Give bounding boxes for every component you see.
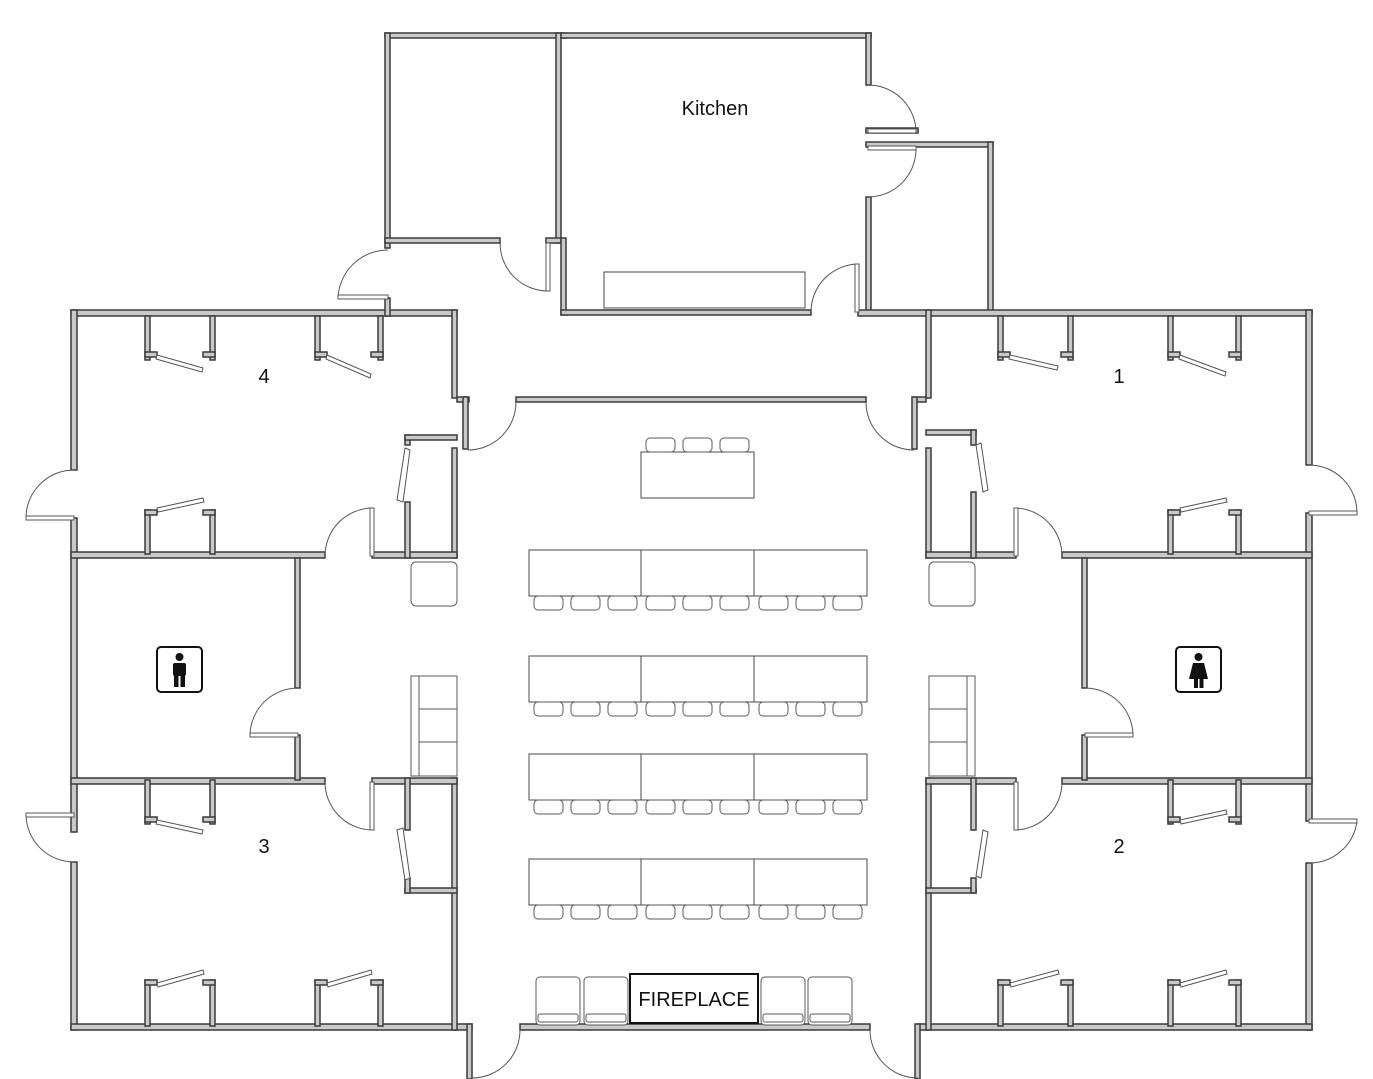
man-restroom-icon <box>156 646 203 693</box>
chair <box>795 799 826 815</box>
fireplace-chairs <box>535 976 853 1026</box>
chair <box>607 595 638 611</box>
chair <box>719 701 750 717</box>
dining-table <box>753 858 868 906</box>
chair <box>719 799 750 815</box>
dining-table <box>528 858 643 906</box>
chair <box>832 904 863 920</box>
chair <box>795 701 826 717</box>
chair <box>607 799 638 815</box>
walls <box>70 32 1313 1079</box>
closets-room-3 <box>144 779 384 1027</box>
chair <box>795 904 826 920</box>
room-labels: Kitchen 1 2 3 4 <box>258 98 1124 858</box>
chair <box>758 701 789 717</box>
dining-table <box>528 549 643 597</box>
chair <box>758 799 789 815</box>
chair <box>570 701 601 717</box>
chair <box>682 904 713 920</box>
dining-table <box>640 753 755 801</box>
room-2-label: 2 <box>1113 836 1124 858</box>
chair <box>682 595 713 611</box>
dining-table <box>528 753 643 801</box>
dining-table <box>528 655 643 703</box>
sofa-right <box>928 675 976 777</box>
head-table <box>640 437 755 499</box>
room-1-label: 1 <box>1113 366 1124 388</box>
chair <box>645 701 676 717</box>
cabinet-right <box>928 561 976 607</box>
fireplace-label: FIREPLACE <box>638 989 749 1011</box>
dining-table <box>753 549 868 597</box>
dining-table <box>640 858 755 906</box>
chair <box>719 904 750 920</box>
chair <box>645 595 676 611</box>
woman-restroom-icon <box>1175 646 1222 693</box>
fireplace: FIREPLACE <box>629 973 759 1024</box>
chair <box>758 904 789 920</box>
closets-room-1 <box>997 315 1242 555</box>
chair <box>645 799 676 815</box>
chair <box>570 595 601 611</box>
chair <box>645 904 676 920</box>
closets-room-4 <box>144 315 384 555</box>
chair <box>832 701 863 717</box>
kitchen-counter <box>603 271 806 309</box>
dining-table <box>640 549 755 597</box>
chair <box>533 799 564 815</box>
kitchen-label: Kitchen <box>682 98 749 120</box>
chair <box>832 799 863 815</box>
chair <box>832 595 863 611</box>
room-4-label: 4 <box>258 366 269 388</box>
dining-tables <box>528 549 868 920</box>
chair <box>682 799 713 815</box>
chair <box>607 701 638 717</box>
chair <box>795 595 826 611</box>
chair <box>570 904 601 920</box>
chair <box>682 701 713 717</box>
dining-table <box>753 753 868 801</box>
doors <box>25 84 1358 1079</box>
chair <box>533 904 564 920</box>
chair <box>719 595 750 611</box>
room-3-label: 3 <box>258 836 269 858</box>
chair <box>758 595 789 611</box>
closets-room-2 <box>997 779 1242 1027</box>
chair <box>570 799 601 815</box>
chair <box>533 595 564 611</box>
chair <box>607 904 638 920</box>
dining-table <box>640 655 755 703</box>
dining-table <box>753 655 868 703</box>
furniture: FIREPLACE <box>410 271 976 1026</box>
chair <box>533 701 564 717</box>
sofa-left <box>410 675 458 777</box>
cabinet-left <box>410 561 458 607</box>
